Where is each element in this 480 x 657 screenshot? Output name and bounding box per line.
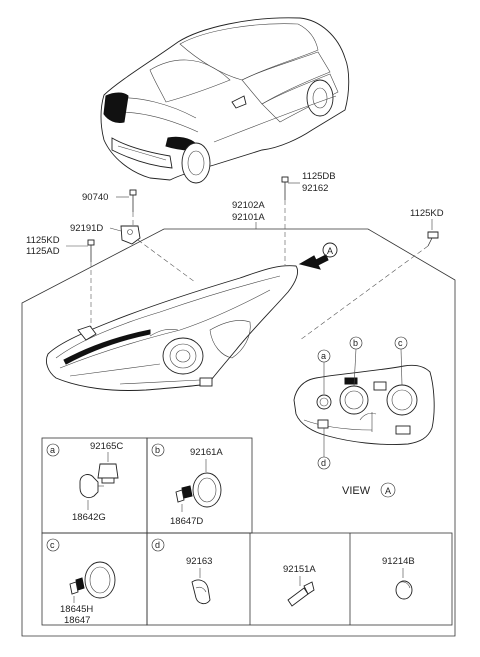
- label-18647D: 18647D: [170, 516, 203, 527]
- label-18642G: 18642G: [72, 512, 106, 523]
- label-91214B: 91214B: [382, 556, 415, 567]
- label-92162: 92162: [302, 183, 328, 194]
- rear-label-d: d: [321, 458, 326, 468]
- view-a-arrow: A: [298, 242, 338, 270]
- bolt-1125KD-left: 1125KD 1125AD: [26, 235, 95, 335]
- label-92102A: 92102A: [232, 200, 265, 211]
- label-92165C: 92165C: [90, 441, 123, 452]
- cell-b: b 92161A 18647D: [151, 443, 223, 527]
- label-92161A: 92161A: [190, 447, 223, 458]
- cell-f: 91214B: [382, 556, 415, 600]
- rear-label-a: a: [321, 351, 326, 361]
- label-1125AD: 1125AD: [26, 246, 60, 257]
- label-18647: 18647: [64, 615, 90, 626]
- headlamp-labels: 92102A 92101A: [232, 200, 265, 229]
- label-1125KD-left: 1125KD: [26, 235, 60, 246]
- cell-e: 92151A: [283, 564, 316, 607]
- cell-a: a 92165C 18642G: [46, 441, 123, 523]
- label-1125DB: 1125DB: [302, 171, 336, 182]
- cell-b-letter: b: [155, 445, 160, 455]
- parts-grid: [41, 437, 453, 626]
- car-illustration: [100, 17, 350, 184]
- label-92151A: 92151A: [283, 564, 316, 575]
- cell-d: d 92163: [151, 538, 212, 605]
- screw-1125DB: 1125DB 92162: [281, 171, 336, 265]
- view-caption-circle: A: [385, 486, 391, 496]
- view-caption: VIEW: [342, 485, 371, 497]
- rear-label-c: c: [398, 338, 403, 348]
- rear-view-headlamp: a b c d VIEW A: [293, 336, 435, 498]
- cell-c-letter: c: [50, 540, 55, 550]
- headlamp-assembly: [45, 265, 299, 391]
- bolt-1125KD-right: 1125KD: [299, 208, 444, 341]
- view-marker-label: A: [327, 246, 333, 256]
- cell-c: c 18645H 18647: [46, 538, 116, 626]
- assembly-frame: [21, 228, 456, 637]
- label-92163: 92163: [186, 556, 212, 567]
- rear-label-b: b: [353, 338, 358, 348]
- label-1125KD-right: 1125KD: [410, 208, 444, 219]
- label-92101A: 92101A: [232, 212, 265, 223]
- cell-a-letter: a: [50, 445, 55, 455]
- label-92191D: 92191D: [70, 223, 103, 234]
- label-90740: 90740: [82, 192, 108, 203]
- bolt-90740: 90740: [82, 189, 137, 228]
- cell-d-letter: d: [155, 540, 160, 550]
- bracket-92191D: 92191D: [70, 223, 196, 283]
- label-18645H: 18645H: [60, 604, 93, 615]
